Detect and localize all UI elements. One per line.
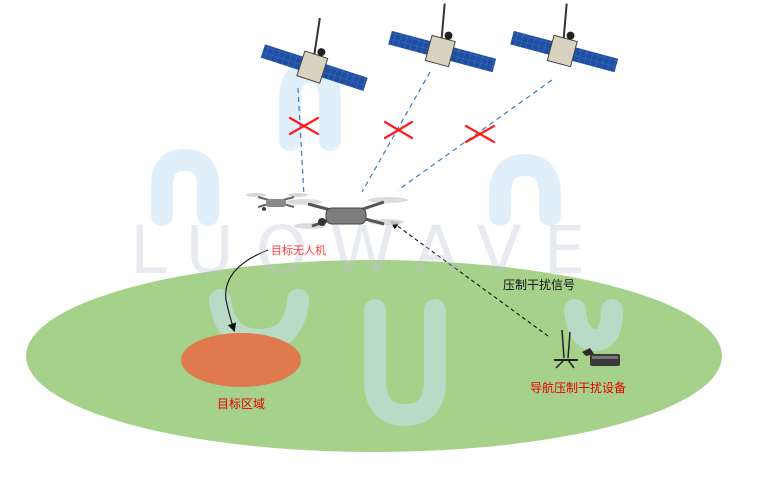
watermark: LUOWAVE xyxy=(130,212,608,289)
jamming-signal-arrow xyxy=(390,220,549,337)
drone-large-icon xyxy=(286,197,408,229)
jamming-signal-label: 压制干扰信号 xyxy=(503,278,576,292)
jamming-device-label: 导航压制干扰设备 xyxy=(530,381,627,395)
jamming-device-icon xyxy=(554,329,620,369)
satellite-links xyxy=(297,71,553,197)
satellite-icon xyxy=(510,3,619,73)
drone-to-area-arrow xyxy=(225,249,269,333)
satellite-icon xyxy=(388,3,497,73)
drone-small-icon xyxy=(246,193,308,211)
target-area-label: 目标区域 xyxy=(217,397,266,411)
block-cross-icon xyxy=(288,116,496,144)
target-area-ellipse xyxy=(181,333,301,387)
target-drone-label: 目标无人机 xyxy=(271,244,326,257)
satellite-icon xyxy=(260,17,368,92)
